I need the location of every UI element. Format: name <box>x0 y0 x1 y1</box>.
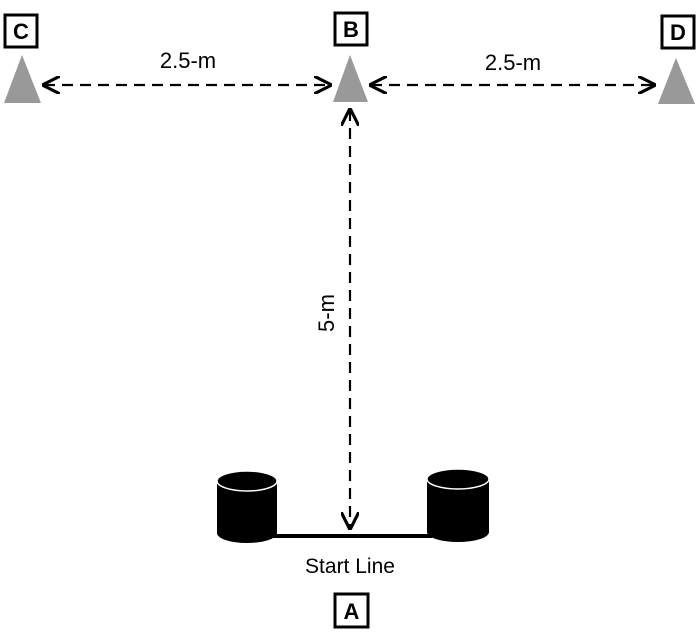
distance-a-b-label: 5-m <box>314 294 339 332</box>
point-c-text: C <box>13 19 29 44</box>
cone-b-icon <box>333 55 368 102</box>
point-c-label: C <box>3 13 39 49</box>
left-cylinder-icon <box>216 470 278 543</box>
point-a-label: A <box>333 592 370 629</box>
point-d-label: D <box>660 14 696 50</box>
distance-c-b-label: 2.5-m <box>160 48 216 73</box>
right-cylinder-icon <box>426 468 490 542</box>
point-a-text: A <box>344 599 360 624</box>
point-b-text: B <box>343 17 359 42</box>
cone-c-icon <box>4 55 41 103</box>
point-d-text: D <box>670 20 686 45</box>
start-line-caption: Start Line <box>305 555 395 578</box>
cone-d-icon <box>658 58 695 104</box>
point-b-label: B <box>333 11 369 47</box>
distance-b-d-label: 2.5-m <box>485 50 541 75</box>
